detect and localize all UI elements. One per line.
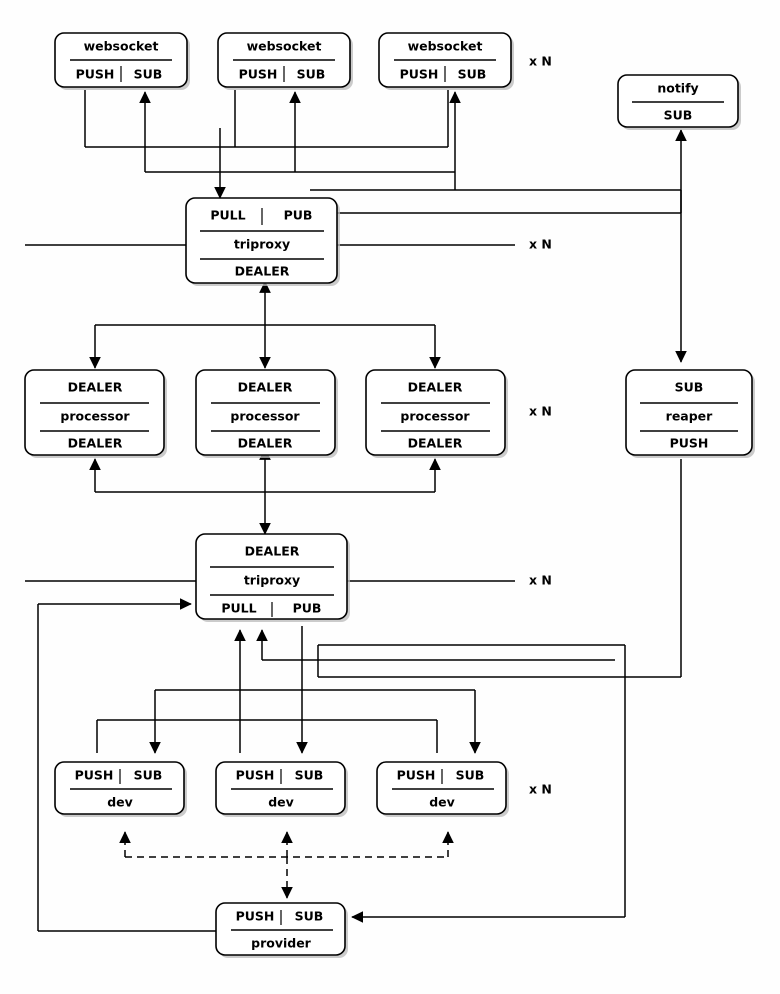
dev-3-name: dev — [429, 795, 455, 810]
node-dev-3[interactable]: PUSH SUB dev — [376, 761, 509, 817]
node-processor-2[interactable]: DEALER processor DEALER — [195, 369, 338, 458]
provider-socket-sub: SUB — [295, 909, 324, 924]
triproxy-lower-socket-pub: PUB — [293, 601, 322, 616]
node-websocket-1[interactable]: websocket PUSH SUB — [54, 32, 190, 90]
dev-3-socket-sub: SUB — [456, 768, 485, 783]
multiplier-processor-row: x N — [529, 404, 552, 419]
triproxy-lower-socket-dealer: DEALER — [245, 544, 300, 559]
processor-2-socket-bottom: DEALER — [238, 436, 293, 451]
processor-3-socket-top: DEALER — [408, 380, 463, 395]
node-provider[interactable]: PUSH SUB provider — [215, 902, 348, 958]
node-processor-1[interactable]: DEALER processor DEALER — [24, 369, 167, 458]
processor-2-socket-top: DEALER — [238, 380, 293, 395]
websocket-1-name: websocket — [84, 39, 159, 54]
triproxy-upper-socket-dealer: DEALER — [235, 264, 290, 279]
node-triproxy-upper[interactable]: PULL PUB triproxy DEALER — [185, 197, 340, 286]
websocket-3-socket-push: PUSH — [400, 67, 439, 82]
websocket-1-socket-push: PUSH — [76, 67, 115, 82]
processor-3-name: processor — [400, 409, 470, 424]
triproxy-upper-name: triproxy — [234, 237, 290, 252]
reaper-socket-push: PUSH — [670, 436, 709, 451]
websocket-3-name: websocket — [408, 39, 483, 54]
node-processor-3[interactable]: DEALER processor DEALER — [365, 369, 508, 458]
dev-2-socket-sub: SUB — [295, 768, 324, 783]
websocket-2-name: websocket — [247, 39, 322, 54]
notify-socket-sub: SUB — [664, 108, 693, 123]
notify-name: notify — [657, 81, 698, 96]
dev-1-socket-push: PUSH — [75, 768, 114, 783]
multiplier-triproxy-upper-row: x N — [529, 237, 552, 252]
dev-3-socket-push: PUSH — [397, 768, 436, 783]
processor-1-socket-bottom: DEALER — [68, 436, 123, 451]
node-websocket-3[interactable]: websocket PUSH SUB — [378, 32, 514, 90]
connector-layer — [25, 90, 687, 932]
node-websocket-2[interactable]: websocket PUSH SUB — [217, 32, 353, 90]
processor-3-socket-bottom: DEALER — [408, 436, 463, 451]
node-reaper[interactable]: SUB reaper PUSH — [625, 369, 755, 458]
provider-name: provider — [251, 936, 312, 951]
provider-socket-push: PUSH — [236, 909, 275, 924]
processor-1-name: processor — [60, 409, 130, 424]
multiplier-triproxy-lower-row: x N — [529, 573, 552, 588]
websocket-1-socket-sub: SUB — [134, 67, 163, 82]
websocket-2-socket-sub: SUB — [297, 67, 326, 82]
reaper-socket-sub: SUB — [675, 380, 704, 395]
node-triproxy-lower[interactable]: DEALER triproxy PULL PUB — [195, 533, 350, 622]
dev-1-socket-sub: SUB — [134, 768, 163, 783]
node-notify[interactable]: notify SUB — [617, 74, 741, 130]
websocket-2-socket-push: PUSH — [239, 67, 278, 82]
triproxy-upper-socket-pub: PUB — [284, 208, 313, 223]
dev-2-socket-push: PUSH — [236, 768, 275, 783]
triproxy-lower-socket-pull: PULL — [221, 601, 256, 616]
dev-2-name: dev — [268, 795, 294, 810]
node-dev-1[interactable]: PUSH SUB dev — [54, 761, 187, 817]
node-dev-2[interactable]: PUSH SUB dev — [215, 761, 348, 817]
triproxy-lower-name: triproxy — [244, 573, 300, 588]
triproxy-upper-socket-pull: PULL — [210, 208, 245, 223]
websocket-3-socket-sub: SUB — [458, 67, 487, 82]
multiplier-dev-row: x N — [529, 782, 552, 797]
processor-1-socket-top: DEALER — [68, 380, 123, 395]
processor-2-name: processor — [230, 409, 300, 424]
multiplier-websocket-row: x N — [529, 54, 552, 69]
reaper-name: reaper — [666, 409, 714, 424]
dev-1-name: dev — [107, 795, 133, 810]
